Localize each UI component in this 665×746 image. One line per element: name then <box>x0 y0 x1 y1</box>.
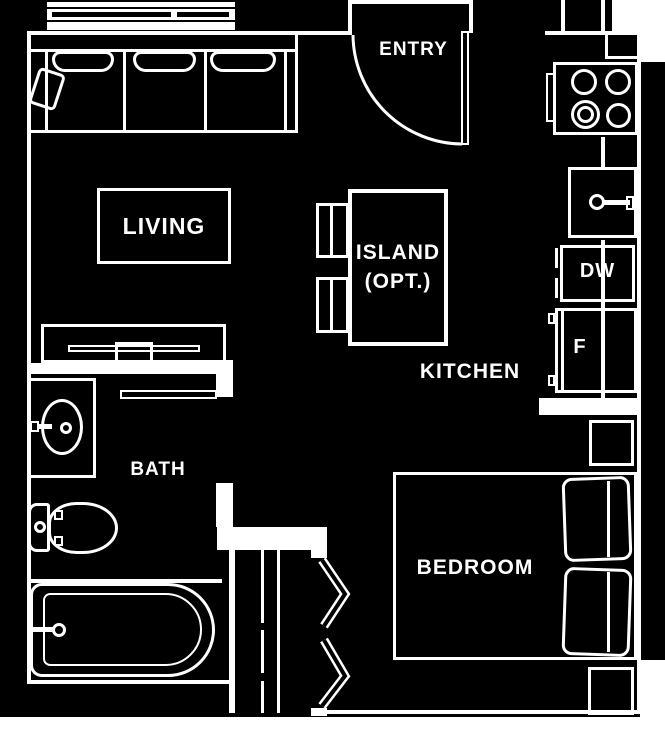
closet-line-b <box>277 550 280 713</box>
window-sill-outer <box>47 2 235 7</box>
closet-line-a3 <box>261 681 264 713</box>
wall-top-kitchen <box>545 31 640 35</box>
window-mullion-right <box>229 9 235 20</box>
window-glass-bottom <box>47 17 235 20</box>
bed-pillow-2 <box>561 566 633 658</box>
bed-pillow-1-crease <box>607 481 610 557</box>
sink-faucet-base <box>589 194 605 210</box>
burner-bottom-left-outer <box>571 100 600 129</box>
wall-closet-top <box>217 527 327 550</box>
nightstand-top <box>589 420 634 466</box>
sofa-divider-2 <box>204 51 207 133</box>
tv-component-box <box>115 342 153 363</box>
wall-bath-east <box>216 483 233 527</box>
wall-bath-corner <box>216 360 233 397</box>
dishwasher-dash-2 <box>555 278 558 298</box>
stove-control-strip <box>546 73 555 122</box>
tub-drain <box>52 623 66 637</box>
wall-bedroom-south <box>327 710 641 714</box>
bed <box>393 472 637 660</box>
basin-faucet-arm <box>39 424 52 429</box>
window-sill-inner <box>47 22 235 30</box>
closet-line-a1 <box>261 550 264 623</box>
wall-left <box>27 31 31 684</box>
burner-bottom-left-inner <box>577 106 594 123</box>
wall-entry-left <box>348 0 352 33</box>
living-label: LIVING <box>122 212 206 239</box>
window-glass-top <box>47 9 235 12</box>
toilet-hinge-2 <box>54 536 63 546</box>
sofa-back-line <box>28 49 298 52</box>
bedroom-label: BEDROOM <box>416 556 534 579</box>
floor-right-margin <box>640 62 665 660</box>
counter-divider-mid <box>601 137 605 168</box>
toilet-flush-button <box>34 521 46 533</box>
island-label-line1: ISLAND <box>355 241 441 265</box>
tub-spout-arm <box>28 627 58 632</box>
kitchen-sink <box>568 167 637 238</box>
dishwasher <box>560 245 635 302</box>
counter-divider-bottom <box>601 240 605 398</box>
bathtub-inner <box>43 593 202 666</box>
island-stool-1-line <box>330 204 333 257</box>
wall-bath-south <box>27 680 235 684</box>
basin-drain <box>60 422 72 434</box>
sofa-cushion-1 <box>52 51 114 72</box>
island-label: ISLAND (OPT.) <box>348 189 448 346</box>
sink-faucet-handle <box>626 196 634 210</box>
closet-line-a2 <box>261 630 264 673</box>
toilet-hinge-1 <box>54 510 63 520</box>
dishwasher-label: DW <box>579 260 616 282</box>
entry-label: ENTRY <box>379 39 448 60</box>
bed-pillow-1 <box>561 475 633 563</box>
nightstand-bottom <box>588 667 634 715</box>
burner-bottom-right <box>606 103 631 128</box>
burner-top-left <box>571 69 597 95</box>
window-mullion-mid <box>171 9 177 20</box>
fridge-label: F <box>573 336 587 358</box>
window-mullion-left <box>47 9 52 20</box>
island-stool-2-line <box>330 278 333 332</box>
sofa <box>28 32 298 133</box>
wall-east <box>637 31 641 714</box>
sofa-cushion-3 <box>210 51 276 72</box>
counter-divider-top <box>601 0 605 33</box>
sofa-cushion-2 <box>133 51 196 72</box>
kitchen-counter-box <box>605 32 640 59</box>
bath-vanity <box>27 378 96 478</box>
dishwasher-dash-1 <box>555 248 558 268</box>
sofa-arm-right <box>284 49 287 133</box>
sofa-arm-left <box>45 49 48 133</box>
kitchen-label: KITCHEN <box>419 360 521 383</box>
fridge-handle-2 <box>548 375 555 386</box>
island-label-line2: (OPT.) <box>364 269 432 293</box>
tv-screen <box>68 345 200 352</box>
sink-faucet-arm <box>604 200 630 205</box>
bed-pillow-2-crease <box>607 572 610 652</box>
living-rug <box>97 188 231 264</box>
wall-kitchen-bedroom <box>539 398 637 415</box>
entry-door-leaf <box>461 31 469 145</box>
fridge-door-line <box>561 308 564 393</box>
kitchen-island <box>348 189 448 346</box>
wall-bath-north <box>27 363 233 374</box>
basin-faucet <box>30 421 39 432</box>
wall-closet-divider <box>229 550 235 713</box>
tub-surround-line <box>27 579 222 583</box>
bath-label: BATH <box>130 459 186 480</box>
bath-door-leaf <box>120 390 217 399</box>
closet-jamb-top <box>311 550 327 558</box>
burner-top-right <box>605 69 631 95</box>
wall-entry-right <box>469 0 473 33</box>
wall-entry-top <box>348 0 473 4</box>
fridge <box>555 308 637 393</box>
fridge-handle-1 <box>548 313 555 324</box>
sofa-divider-1 <box>123 51 126 133</box>
wall-kitchen-band <box>561 0 565 32</box>
closet-jamb-bottom <box>311 708 327 716</box>
